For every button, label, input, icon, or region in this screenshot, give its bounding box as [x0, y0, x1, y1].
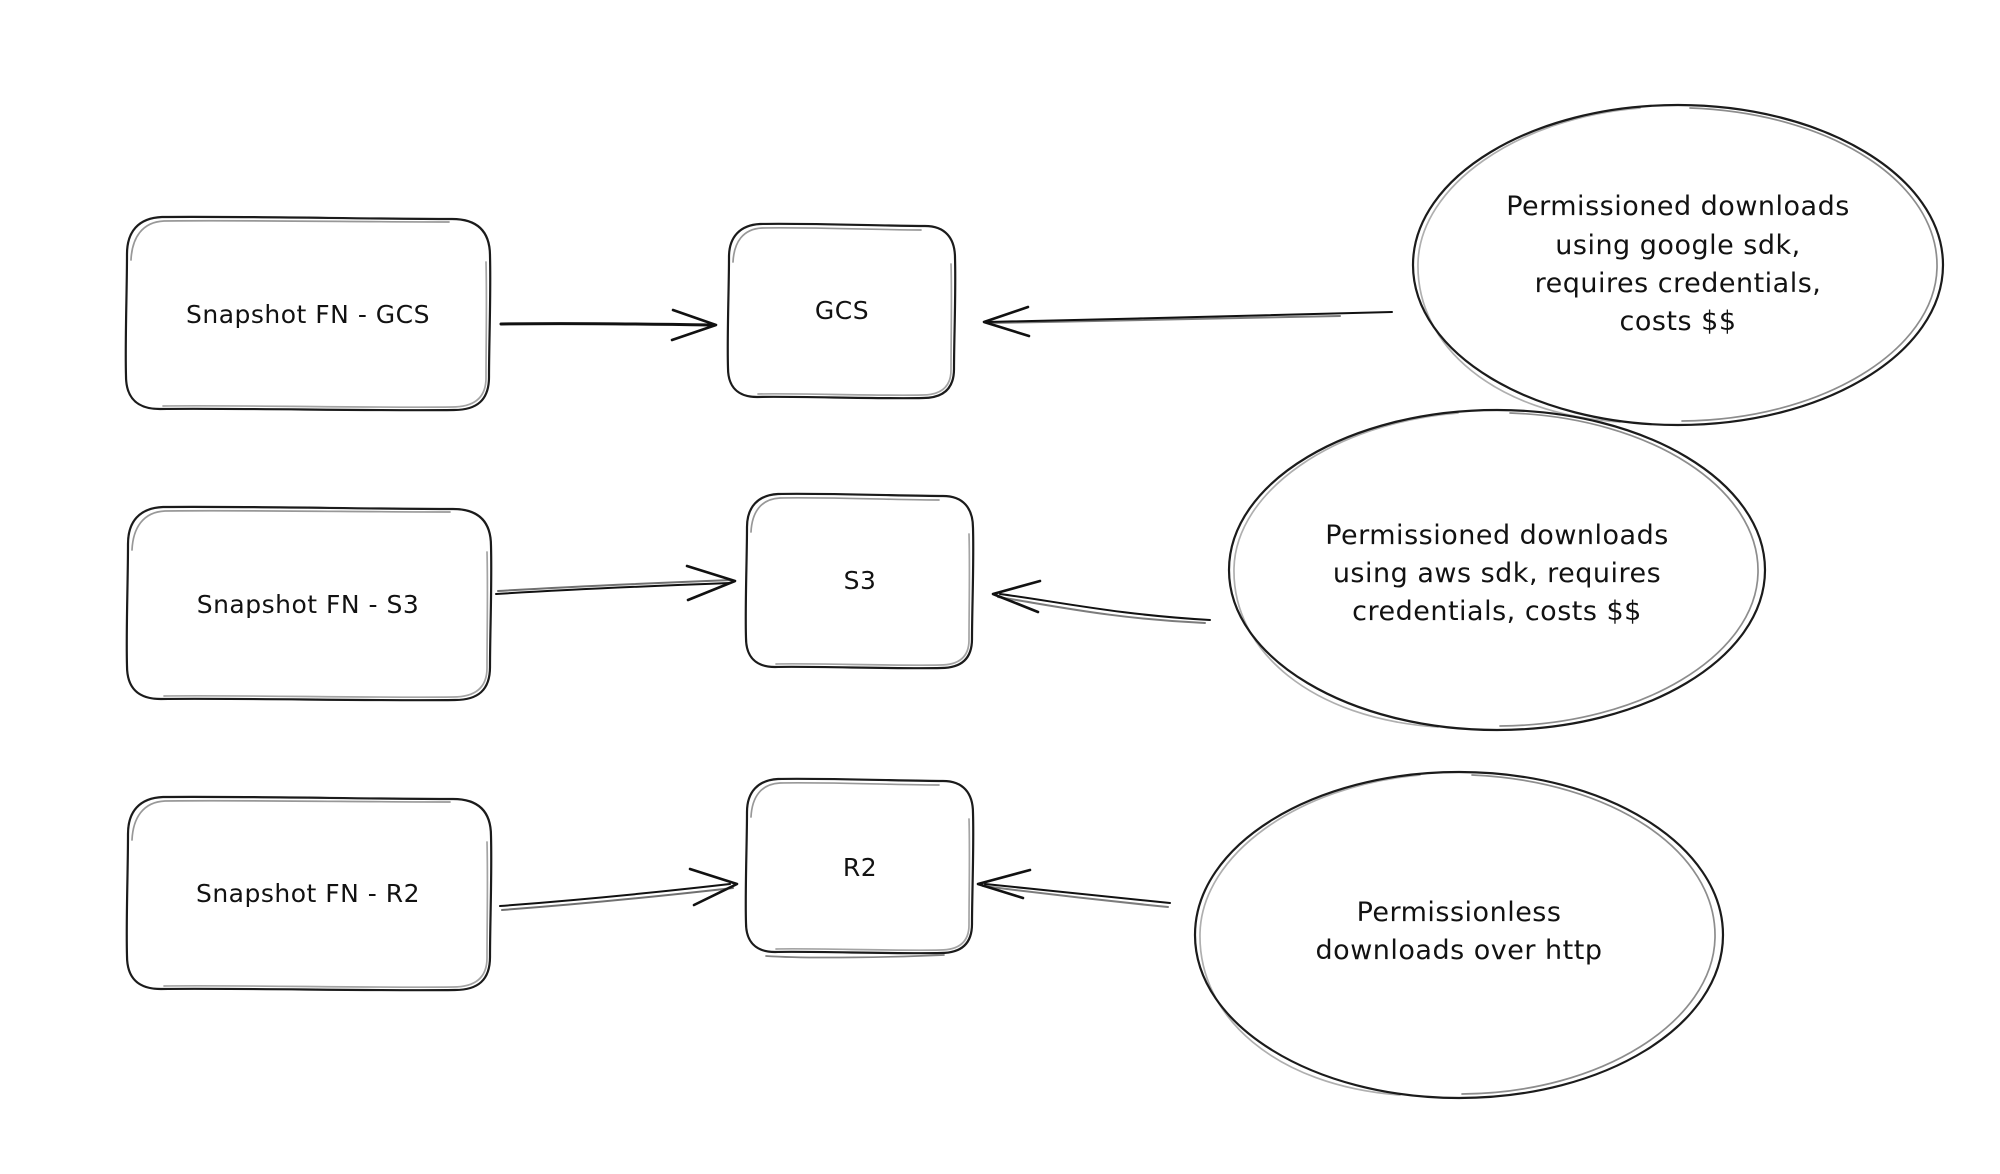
node-snapshot-fn-gcs-shape[interactable]: [124, 215, 492, 412]
edge-note-r2-to-r2: [976, 868, 1171, 908]
edge-snapshot-s3-to-s3: [495, 564, 737, 602]
node-note-gcs-shape[interactable]: [1411, 103, 1945, 427]
edge-snapshot-gcs-to-gcs: [499, 308, 718, 342]
node-r2-shape[interactable]: [744, 777, 975, 959]
edge-note-gcs-to-gcs: [982, 305, 1393, 338]
edge-snapshot-r2-to-r2: [499, 867, 739, 911]
node-note-r2-shape[interactable]: [1193, 770, 1725, 1100]
edge-note-s3-to-s3: [991, 579, 1211, 624]
node-note-s3-shape[interactable]: [1227, 408, 1767, 732]
node-s3-shape[interactable]: [744, 492, 975, 670]
node-gcs-shape[interactable]: [726, 222, 957, 400]
node-snapshot-fn-s3-shape[interactable]: [125, 505, 493, 702]
node-snapshot-fn-r2-shape[interactable]: [125, 795, 493, 992]
